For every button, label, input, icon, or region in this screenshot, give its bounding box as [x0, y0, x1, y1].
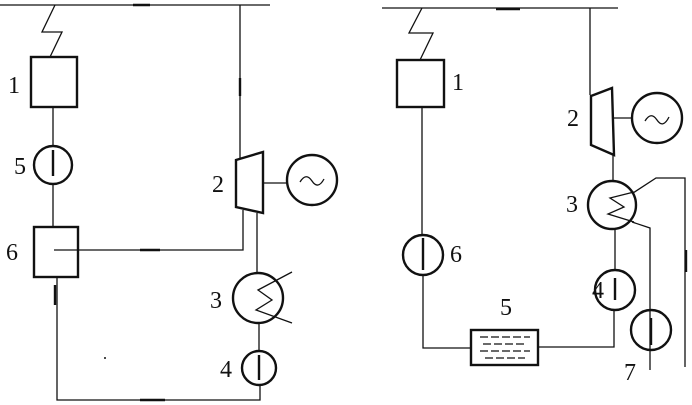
- ac-symbol-icon: [644, 115, 670, 125]
- heat-input-zigzag: [40, 4, 64, 58]
- pipe: [421, 107, 471, 349]
- label-pump-6: 6: [450, 242, 462, 268]
- speck: [104, 357, 106, 359]
- cooling-coil: [606, 191, 635, 223]
- water-lines: [480, 336, 530, 359]
- condenser-3: [231, 271, 285, 325]
- label-pump-7: 7: [624, 360, 636, 386]
- turbine-2: [589, 86, 616, 157]
- tank-5: [469, 328, 540, 367]
- label-tank: 5: [500, 295, 512, 321]
- pump-4: [240, 349, 278, 387]
- label-boiler: 1: [8, 73, 20, 99]
- label-condenser: 3: [210, 288, 222, 314]
- cooling-coil: [254, 271, 293, 324]
- pump-7: [629, 308, 673, 352]
- pipe: [538, 155, 616, 348]
- condenser-3: [586, 179, 638, 231]
- heater-box: [32, 225, 80, 279]
- label-condenser: 3: [566, 192, 578, 218]
- generator: [630, 91, 684, 145]
- pump-6: [401, 233, 445, 277]
- extraction-pipe: [54, 210, 244, 251]
- left-diagram: 1 5 2 6 3 4: [0, 3, 339, 402]
- label-boiler: 1: [452, 70, 464, 96]
- label-pump-5: 5: [14, 154, 26, 180]
- boiler-box: [29, 55, 79, 109]
- generator: [285, 153, 339, 207]
- heat-input-zigzag: [407, 7, 435, 61]
- boiler-box: [395, 58, 446, 109]
- turbine-2: [234, 150, 265, 215]
- label-pump-4: 4: [592, 278, 604, 304]
- label-heater: 6: [6, 240, 18, 266]
- cooling-water-out: [632, 177, 686, 367]
- ac-symbol-icon: [299, 176, 325, 186]
- pump-5: [32, 144, 74, 186]
- label-turbine: 2: [212, 172, 224, 198]
- label-pump-4: 4: [220, 357, 232, 383]
- label-turbine: 2: [567, 106, 579, 132]
- pump-4: [593, 268, 637, 312]
- right-diagram: 1 2 3 6 4 5 7: [382, 7, 688, 386]
